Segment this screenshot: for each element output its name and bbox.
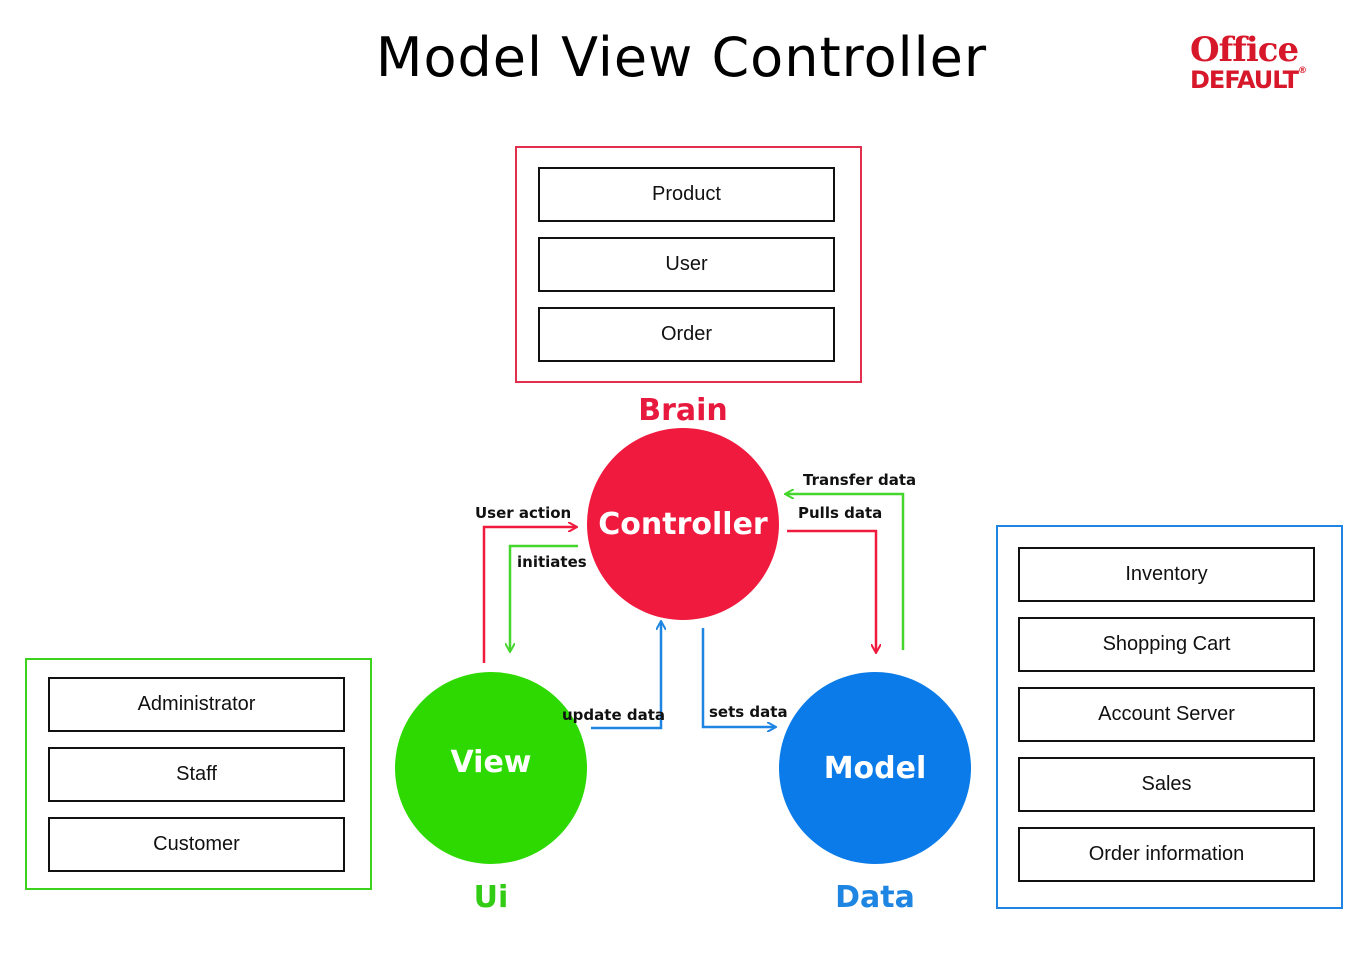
arrow-user-action [482,527,576,663]
controller-group [515,146,862,383]
view-item-administrator: Administrator [48,677,345,732]
view-item-customer: Customer [48,817,345,872]
model-item-account-server: Account Server [1018,687,1315,742]
label-update-data: update data [562,706,665,724]
model-item-sales: Sales [1018,757,1315,812]
view-label: View [450,744,532,780]
arrow-transfer-data [786,494,905,650]
controller-circle: Controller [587,428,779,620]
label-user-action: User action [475,504,572,522]
model-label: Model [823,750,927,786]
label-initiates: initiates [517,553,587,571]
view-item-staff: Staff [48,747,345,802]
data-tag: Data [835,880,915,915]
controller-item-order: Order [538,307,835,362]
brain-tag: Brain [638,393,728,428]
arrow-initiates [510,544,578,651]
model-item-shopping-cart: Shopping Cart [1018,617,1315,672]
logo-line-2: DEFAULT® [1190,66,1307,94]
arrow-update-data [591,622,661,730]
label-transfer-data: Transfer data [803,471,917,489]
label-pulls-data: Pulls data [798,504,883,522]
model-circle: Model [779,672,971,864]
controller-item-user: User [538,237,835,292]
controller-label: Controller [598,506,768,542]
view-group [25,658,372,890]
registered-mark-icon: ® [1297,66,1307,76]
logo-line-1: Office [1190,30,1299,70]
arrow-sets-data [701,628,775,727]
diagram-title: Model View Controller [375,26,988,89]
view-circle: View [395,672,587,864]
office-default-logo: Office DEFAULT® [1172,30,1322,102]
model-item-inventory: Inventory [1018,547,1315,602]
logo-line-2-text: DEFAULT [1190,66,1299,94]
arrow-pulls-data [787,529,876,652]
ui-tag: Ui [473,880,509,915]
label-sets-data: sets data [709,703,788,721]
controller-item-product: Product [538,167,835,222]
model-item-order-information: Order information [1018,827,1315,882]
model-group [996,525,1343,909]
